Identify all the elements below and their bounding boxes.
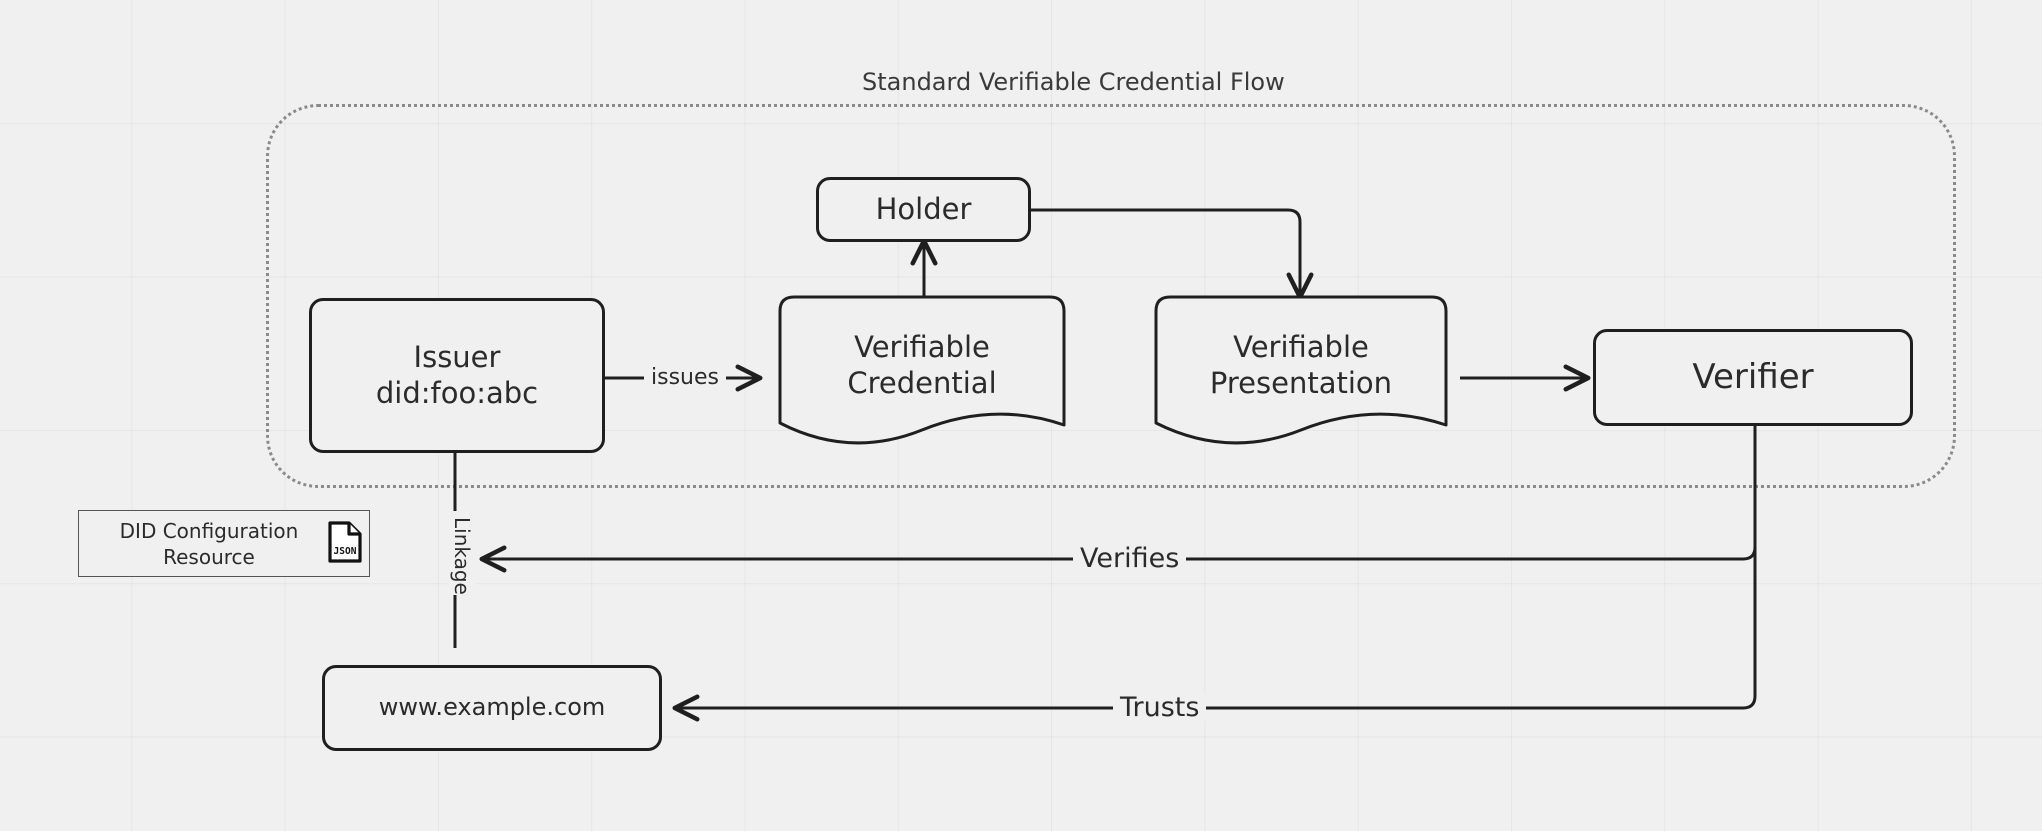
node-holder[interactable]: Holder [816,177,1031,242]
node-did-configuration-resource[interactable]: DID Configuration Resource JSON [78,510,370,577]
dcr-label-line2: Resource [163,544,255,569]
document-shape-credential [778,295,1066,445]
issuer-label-line1: Issuer [413,339,501,374]
edge-label-verifies: Verifies [1073,545,1187,572]
issuer-label-line2: did:foo:abc [375,375,539,410]
svg-text:JSON: JSON [334,546,357,557]
verifier-label: Verifier [1692,357,1814,398]
node-issuer[interactable]: Issuer did:foo:abc [309,298,605,453]
node-website[interactable]: www.example.com [322,665,662,751]
node-verifier[interactable]: Verifier [1593,329,1913,426]
dcr-label-line1: DID Configuration [119,518,299,543]
document-shape-presentation [1154,295,1448,445]
holder-label: Holder [875,191,972,226]
website-label: www.example.com [378,693,606,722]
edge-label-linkage: Linkage [449,511,475,595]
group-title: Standard Verifiable Credential Flow [862,68,1285,96]
node-verifiable-credential[interactable]: Verifiable Credential [764,295,1080,455]
node-verifiable-presentation[interactable]: Verifiable Presentation [1140,295,1462,455]
edge-label-trusts: Trusts [1113,694,1207,721]
json-file-icon: JSON [327,520,363,568]
edge-label-issues: issues [644,367,726,389]
